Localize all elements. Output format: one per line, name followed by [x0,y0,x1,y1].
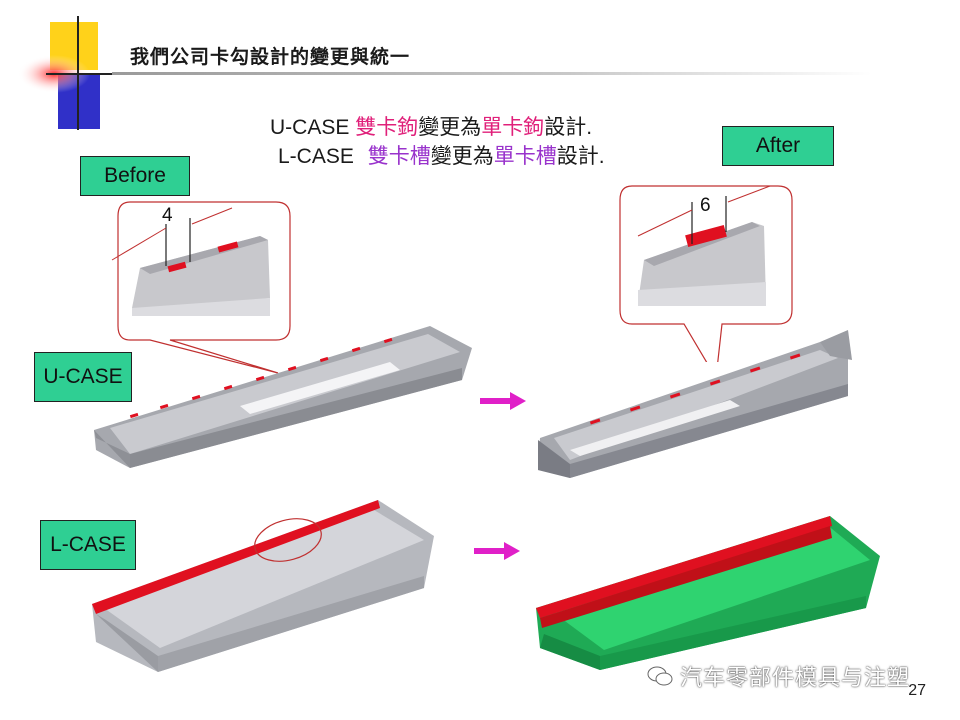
summary-part: L-CASE [278,145,354,168]
lcase-before-part [92,500,434,672]
lcase-arrow [474,542,520,560]
after-label: After [722,126,834,166]
corner-decoration [18,16,122,130]
page-title: 我們公司卡勾設計的變更與統一 [130,46,411,68]
summary-end: 設計. [544,116,593,139]
wechat-logo-icon [647,666,673,686]
summary-old: 雙卡鉤 [355,116,419,139]
summary-end: 設計. [556,145,605,168]
summary-line-lcase: L-CASE 雙卡槽變更為單卡槽設計. [278,140,605,170]
lcase-after-part [536,516,880,670]
before-callout [111,201,291,374]
summary-line-ucase: U-CASE 雙卡鉤變更為單卡鉤設計. [270,111,592,141]
ucase-before-part [94,326,472,468]
summary-mid: 變更為 [418,116,482,139]
ucase-label: U-CASE [34,352,132,402]
summary-old: 雙卡槽 [367,145,431,168]
before-dimension: 4 [162,205,173,226]
ucase-after-part [538,330,852,478]
summary-part: U-CASE [270,116,350,139]
after-dimension: 6 [700,195,711,216]
title-underline [112,72,872,75]
summary-new: 單卡槽 [493,145,557,168]
summary-new: 單卡鉤 [481,116,545,139]
summary-mid: 變更為 [430,145,494,168]
page-number: 27 [908,682,926,699]
lcase-label: L-CASE [40,520,136,570]
ucase-arrow [480,392,526,410]
before-label: Before [80,156,190,196]
watermark-text: 汽车零部件模具与注塑 [680,666,911,691]
after-callout [619,185,793,362]
